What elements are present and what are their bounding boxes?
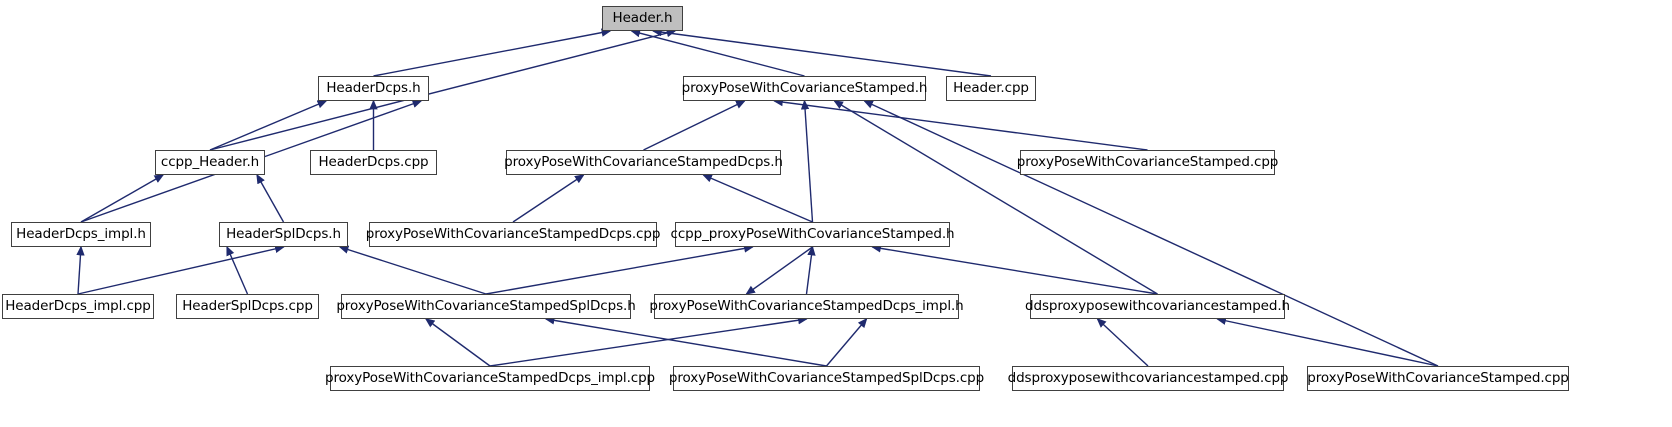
graph-edge (630, 29, 805, 77)
graph-edge (544, 316, 827, 367)
graph-node-label: proxyPoseWithCovarianceStampedDcps_impl.… (324, 369, 656, 386)
graph-node-ccpp_header_h[interactable]: ccpp_Header.h (155, 150, 265, 175)
graph-edge (702, 174, 813, 223)
graph-edge (1096, 318, 1149, 367)
graph-node-label: proxyPoseWithCovarianceStampedSplDcps.cp… (668, 369, 985, 386)
graph-edge (76, 245, 85, 295)
graph-node-dds_proxy_h[interactable]: ddsproxyposewithcovariancestamped.h (1025, 294, 1290, 319)
graph-node-proxy_spl_dcps_h[interactable]: proxyPoseWithCovarianceStampedSplDcps.h (336, 294, 636, 319)
graph-edge (643, 100, 746, 151)
graph-edge (805, 245, 816, 295)
graph-edge (800, 99, 814, 223)
graph-edge (80, 174, 165, 223)
graph-node-label: proxyPoseWithCovarianceStamped.h (681, 79, 928, 96)
graph-edge (863, 100, 1439, 367)
graph-edge (373, 28, 612, 77)
graph-node-label: Header.cpp (953, 79, 1029, 96)
graph-node-proxy_h[interactable]: proxyPoseWithCovarianceStamped.h (681, 76, 928, 101)
graph-node-header_dcps_h[interactable]: HeaderDcps.h (318, 76, 429, 101)
graph-node-label: proxyPoseWithCovarianceStampedDcps.cpp (365, 225, 661, 242)
graph-node-header_dcps_cpp[interactable]: HeaderDcps.cpp (310, 150, 437, 175)
graph-edge (489, 316, 808, 367)
graph-edge (773, 97, 1148, 151)
graph-node-header_cpp[interactable]: Header.cpp (946, 76, 1036, 101)
graph-edge (209, 100, 328, 151)
graph-node-header_spl_dcps_h[interactable]: HeaderSplDcps.h (219, 222, 348, 247)
graph-node-proxy_cpp[interactable]: proxyPoseWithCovarianceStamped.cpp (1017, 150, 1278, 175)
graph-node-header_dcps_impl_h[interactable]: HeaderDcps_impl.h (11, 222, 151, 247)
graph-node-header_spl_dcps_cpp[interactable]: HeaderSplDcps.cpp (176, 294, 319, 319)
graph-node-label: HeaderDcps_impl.h (16, 225, 146, 242)
graph-edge (226, 245, 249, 295)
graph-node-label: ccpp_Header.h (160, 153, 260, 170)
graph-node-label: proxyPoseWithCovarianceStampedSplDcps.h (336, 297, 636, 314)
graph-node-label: proxyPoseWithCovarianceStamped.cpp (1016, 153, 1279, 170)
graph-edge (209, 29, 677, 151)
graph-node-ccpp_proxy_h[interactable]: ccpp_proxyPoseWithCovarianceStamped.h (671, 222, 955, 247)
graph-node-header_dcps_impl_cpp[interactable]: HeaderDcps_impl.cpp (2, 294, 154, 319)
graph-edge (256, 173, 285, 223)
graph-node-label: ddsproxyposewithcovariancestamped.h (1025, 297, 1290, 314)
graph-node-label: HeaderDcps_impl.cpp (5, 297, 151, 314)
graph-node-dds_proxy_cpp[interactable]: ddsproxyposewithcovariancestamped.cpp (1008, 366, 1288, 391)
graph-edge (745, 246, 813, 295)
graph-node-proxy_stamped_cpp[interactable]: proxyPoseWithCovarianceStamped.cpp (1307, 366, 1569, 391)
graph-edge (424, 318, 491, 367)
graph-edge (338, 245, 487, 295)
graph-node-label: HeaderDcps.h (326, 79, 421, 96)
graph-node-label: HeaderSplDcps.h (226, 225, 341, 242)
graph-edge (77, 244, 285, 295)
graph-edge (1216, 316, 1439, 367)
graph-node-label: Header.h (612, 9, 673, 26)
graph-node-label: HeaderSplDcps.cpp (182, 297, 313, 314)
graph-edge (871, 244, 1158, 295)
graph-node-header_h[interactable]: Header.h (602, 6, 683, 31)
graph-edge (512, 174, 585, 223)
graph-edge (825, 317, 868, 367)
graph-node-proxy_spl_dcps_cpp[interactable]: proxyPoseWithCovarianceStampedSplDcps.cp… (669, 366, 984, 391)
graph-node-label: proxyPoseWithCovarianceStampedDcps_impl.… (649, 297, 964, 314)
graph-node-proxy_dcps_h[interactable]: proxyPoseWithCovarianceStampedDcps.h (504, 150, 783, 175)
graph-edge (651, 27, 992, 77)
graph-edge (833, 100, 1158, 295)
graph-node-label: ddsproxyposewithcovariancestamped.cpp (1007, 369, 1289, 386)
graph-node-proxy_dcps_cpp[interactable]: proxyPoseWithCovarianceStampedDcps.cpp (366, 222, 660, 247)
graph-node-proxy_dcps_impl_h[interactable]: proxyPoseWithCovarianceStampedDcps_impl.… (649, 294, 964, 319)
graph-node-proxy_dcps_impl_cpp[interactable]: proxyPoseWithCovarianceStampedDcps_impl.… (325, 366, 655, 391)
graph-node-label: proxyPoseWithCovarianceStamped.cpp (1307, 369, 1569, 386)
graph-node-label: HeaderDcps.cpp (318, 153, 429, 170)
graph-edge (485, 244, 754, 295)
graph-node-label: proxyPoseWithCovarianceStampedDcps.h (504, 153, 783, 170)
graph-node-label: ccpp_proxyPoseWithCovarianceStamped.h (670, 225, 955, 242)
